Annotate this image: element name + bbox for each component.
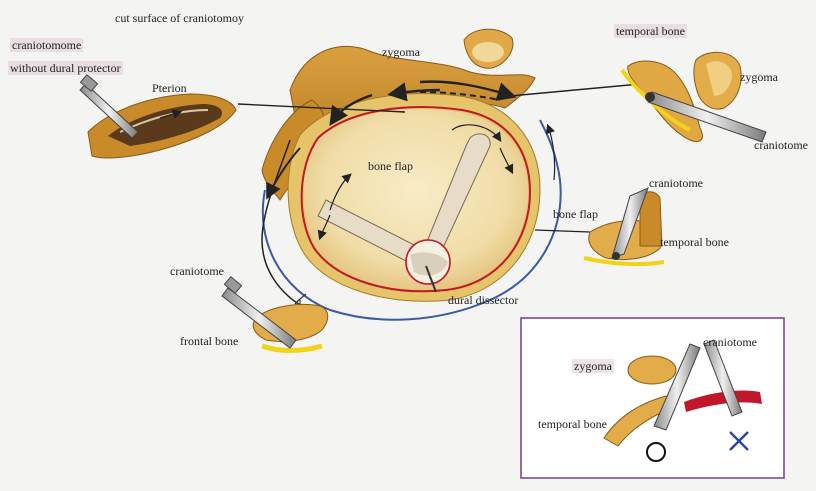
label-craniotome-mid-right: craniotome <box>649 177 703 189</box>
label-craniotome-inset: craniotome <box>703 336 757 348</box>
label-bone-flap-right: bone flap <box>553 208 598 220</box>
label-zygoma-inset: zygoma <box>572 359 614 373</box>
central-skull-view <box>262 46 561 319</box>
label-temporal-bone-inset: temporal bone <box>538 418 607 430</box>
label-dural-dissector: dural dissector <box>448 294 518 306</box>
inset-zygoma-bone <box>628 356 676 384</box>
label-bone-flap-center: bone flap <box>368 160 413 172</box>
label-craniotome-right-edge: craniotome <box>754 139 808 151</box>
temporal-craniotome-illustration <box>622 52 766 142</box>
label-pterion: Pterion <box>152 82 187 94</box>
label-craniotomome: craniotomome <box>10 38 83 52</box>
label-zygoma-main: zygoma <box>382 46 420 58</box>
label-temporal-bone-top: temporal bone <box>614 24 687 38</box>
right-mid-illustration <box>584 188 664 264</box>
arrow-right-side <box>548 126 555 180</box>
label-without-dural-protector: without dural protector <box>8 61 123 75</box>
label-craniotome-left: craniotome <box>170 265 224 277</box>
label-frontal-bone: frontal bone <box>180 335 238 347</box>
zygoma-small-bone <box>464 29 513 68</box>
leader-line-boneflap-right <box>535 230 590 232</box>
label-temporal-bone-mid-right: temporal bone <box>660 236 729 248</box>
label-zygoma-right: zygoma <box>740 71 778 83</box>
label-cut-surface: cut surface of craniotomoy <box>115 12 244 24</box>
